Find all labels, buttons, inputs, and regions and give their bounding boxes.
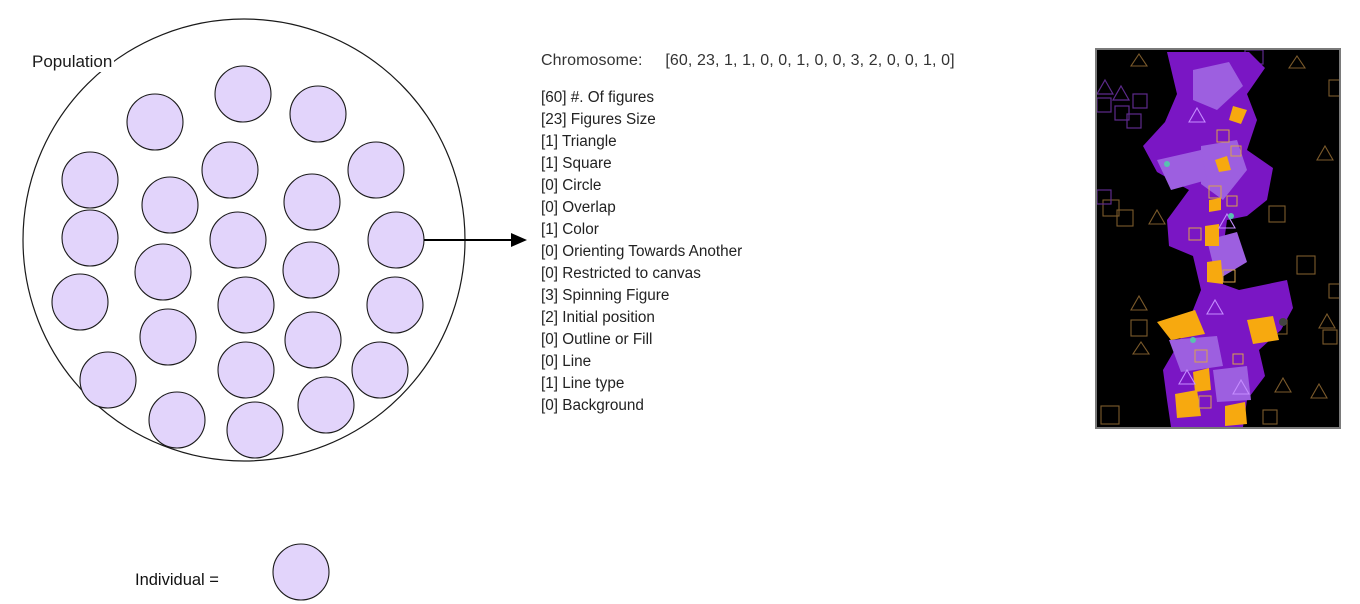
individual bbox=[141, 176, 199, 234]
gene-item: [0] Orienting Towards Another bbox=[541, 243, 743, 260]
gene-item: [0] Background bbox=[541, 397, 644, 414]
individual bbox=[126, 93, 184, 151]
inner-outline-triangles bbox=[1178, 106, 1250, 395]
individual bbox=[214, 65, 272, 123]
individual bbox=[209, 211, 267, 269]
individual bbox=[134, 243, 192, 301]
gene-item: [23] Figures Size bbox=[541, 111, 656, 128]
individual bbox=[217, 341, 275, 399]
population-label: Population bbox=[30, 52, 115, 72]
individual bbox=[226, 401, 284, 459]
individual bbox=[282, 241, 340, 299]
individual bbox=[79, 351, 137, 409]
individual bbox=[51, 273, 109, 331]
chromosome-title: Chromosome: bbox=[541, 52, 643, 69]
individual bbox=[297, 376, 355, 434]
individual bbox=[366, 276, 424, 334]
individual bbox=[61, 151, 119, 209]
gene-list: [60] #. Of figures [23] Figures Size [1]… bbox=[541, 87, 742, 417]
gene-item: [60] #. Of figures bbox=[541, 89, 655, 106]
individual bbox=[217, 276, 275, 334]
individual bbox=[201, 141, 259, 199]
gene-item: [1] Line type bbox=[541, 375, 625, 392]
gene-item: [1] Triangle bbox=[541, 133, 617, 150]
individual bbox=[367, 211, 425, 269]
gene-item: [0] Circle bbox=[541, 177, 602, 194]
gene-item: [1] Color bbox=[541, 221, 599, 238]
individual bbox=[148, 391, 206, 449]
chromosome-values: [60, 23, 1, 1, 0, 0, 1, 0, 0, 3, 2, 0, 0… bbox=[665, 52, 955, 69]
gene-item: [0] Line bbox=[541, 353, 592, 370]
legend-individual-circle bbox=[272, 543, 330, 601]
gene-item: [0] Restricted to canvas bbox=[541, 265, 701, 282]
individual bbox=[289, 85, 347, 143]
gene-item: [2] Initial position bbox=[541, 309, 655, 326]
individual bbox=[139, 308, 197, 366]
chromosome-header: Chromosome: [60, 23, 1, 1, 0, 0, 1, 0, 0… bbox=[541, 52, 955, 70]
gene-item: [0] Outline or Fill bbox=[541, 331, 653, 348]
individual bbox=[61, 209, 119, 267]
inner-outline-squares bbox=[1188, 129, 1244, 409]
gene-item: [3] Spinning Figure bbox=[541, 287, 670, 304]
artwork-svg bbox=[1097, 50, 1339, 427]
individuals-group bbox=[51, 65, 425, 459]
figure-cluster bbox=[1143, 52, 1293, 427]
individual bbox=[347, 141, 405, 199]
individual bbox=[284, 311, 342, 369]
individual bbox=[351, 341, 409, 399]
individual-legend-label: Individual = bbox=[135, 571, 219, 589]
generated-artwork bbox=[1095, 48, 1341, 429]
gene-item: [0] Overlap bbox=[541, 199, 616, 216]
individual bbox=[283, 173, 341, 231]
gene-item: [1] Square bbox=[541, 155, 612, 172]
arrow-right-icon bbox=[424, 233, 527, 247]
